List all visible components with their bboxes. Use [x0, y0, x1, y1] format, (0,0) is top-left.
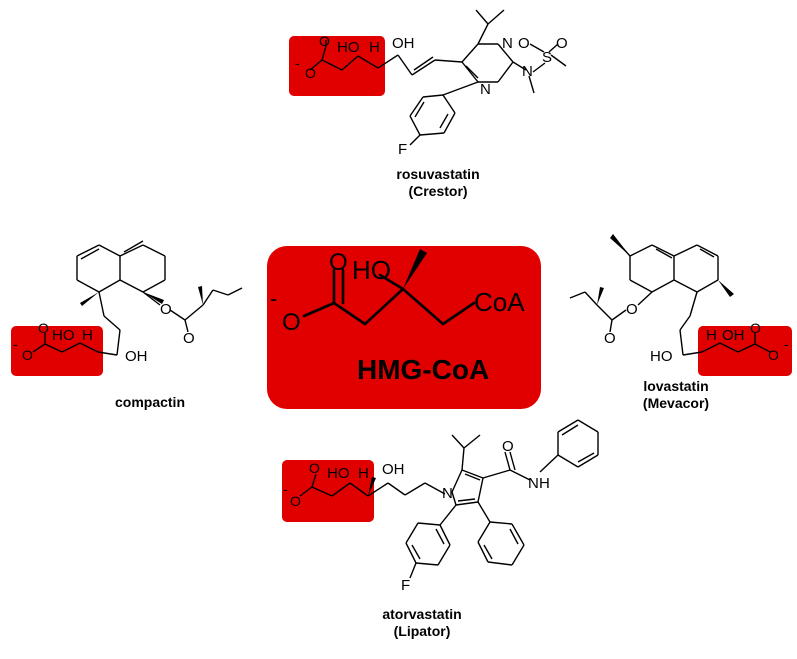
atorva-carboxylate-o-label: O [290, 493, 301, 509]
rosuva-n3-label: N [522, 63, 533, 80]
rosuva-carbonyl-o-label: O [319, 33, 330, 49]
atorva-f-label: F [401, 577, 410, 594]
atorva-ho-label: HO [327, 465, 350, 482]
lovastatin-methyl-wedge [718, 280, 734, 297]
compactin-name: compactin [114, 394, 185, 410]
atorvastatin-wedge [368, 477, 376, 496]
atorva-ring-n-label: N [442, 485, 453, 502]
atorvastatin-name: atorvastatin [382, 606, 462, 622]
rosuva-so-left-label: O [518, 35, 530, 52]
lovastatin-brand: (Mevacor) [642, 395, 710, 411]
compactin-charge-label: - [13, 336, 18, 352]
hmg-coa-name: HMG-CoA [357, 354, 489, 385]
lovastatin-carboxylate-o-label: O [768, 347, 779, 363]
hmg-charge-label: - [270, 286, 277, 311]
atorva-amide-n-label: N [528, 475, 539, 492]
hmg-ho-label: HO [352, 255, 391, 285]
atorva-oh-label: OH [382, 461, 405, 478]
atorva-h-label: H [358, 465, 369, 482]
rosuva-ho-label: HO [337, 39, 360, 56]
compactin-ho-label: HO [52, 327, 75, 344]
atorva-amide-o-label: O [502, 438, 514, 455]
compactin-sidechain-wedge [198, 286, 203, 305]
atorvastatin-brand: (Lipator) [393, 623, 451, 639]
lovastatin-charge-label: - [784, 336, 789, 352]
rosuvastatin-structure: HO H OH O O - N N N S O O F [289, 9, 568, 158]
rosuva-s-label: S [542, 49, 552, 66]
lovastatin-ho-label: HO [650, 348, 673, 365]
rosuva-n2-label: N [480, 81, 491, 98]
atorva-acid-o-label: O [309, 460, 320, 476]
lovastatin-h-label: H [706, 327, 717, 344]
compactin-structure: O O HO H OH O O - [11, 240, 243, 376]
compactin-carbonyl-o-label: O [183, 330, 195, 347]
hmg-carboxylate-o-label: O [282, 309, 301, 336]
compactin-caption: compactin [100, 394, 200, 411]
compactin-carboxylate-o-label: O [22, 347, 33, 363]
lovastatin-acid-o-label: O [750, 320, 761, 336]
compactin-highlight-box [11, 326, 103, 376]
lovastatin-highlight-box [698, 326, 792, 376]
lovastatin-sidechain-wedge [597, 287, 604, 305]
compactin-ester-o-label: O [160, 301, 172, 318]
hmg-coa-structure: HO CoA O O - HMG-CoA [267, 246, 541, 409]
compactin-ester-hash [143, 292, 164, 304]
atorvastatin-highlight-box [282, 460, 374, 522]
hmg-coa-label: CoA [474, 287, 525, 317]
lovastatin-carbonyl-o-label: O [604, 330, 616, 347]
lovastatin-name: lovastatin [643, 378, 709, 394]
lovastatin-methyl-hash [610, 234, 630, 256]
rosuva-oh-label: OH [392, 35, 415, 52]
rosuvastatin-brand: (Crestor) [408, 183, 468, 199]
lovastatin-ester-o-label: O [626, 301, 638, 318]
rosuvastatin-name: rosuvastatin [396, 166, 480, 182]
atorvastatin-structure: HO H OH O O - N O N H F [282, 419, 599, 594]
compactin-oh-label: OH [125, 348, 148, 365]
atorvastatin-caption: atorvastatin (Lipator) [372, 606, 472, 640]
compactin-h-label: H [82, 327, 93, 344]
rosuvastatin-highlight-box [289, 36, 385, 96]
rosuva-so-right-label: O [556, 35, 568, 52]
wedge-bond [403, 249, 427, 289]
hmg-carbonyl-o-label: O [329, 249, 348, 276]
compactin-methyl-wedge [80, 292, 99, 306]
rosuva-n1-label: N [502, 35, 513, 52]
compactin-acid-o-label: O [38, 320, 49, 336]
rosuva-h-label: H [369, 39, 380, 56]
atorva-amide-h-label: H [539, 475, 550, 492]
rosuva-charge-label: - [295, 55, 300, 71]
hmg-coa-highlight-box [267, 246, 541, 409]
lovastatin-caption: lovastatin (Mevacor) [626, 378, 726, 412]
rosuva-carboxylate-o-label: O [305, 65, 316, 81]
rosuva-f-label: F [398, 141, 407, 158]
atorva-charge-label: - [283, 481, 288, 497]
lovastatin-structure: O O HO H OH O O - [569, 234, 792, 376]
rosuvastatin-caption: rosuvastatin (Crestor) [388, 166, 488, 200]
lovastatin-oh-label: OH [722, 327, 745, 344]
